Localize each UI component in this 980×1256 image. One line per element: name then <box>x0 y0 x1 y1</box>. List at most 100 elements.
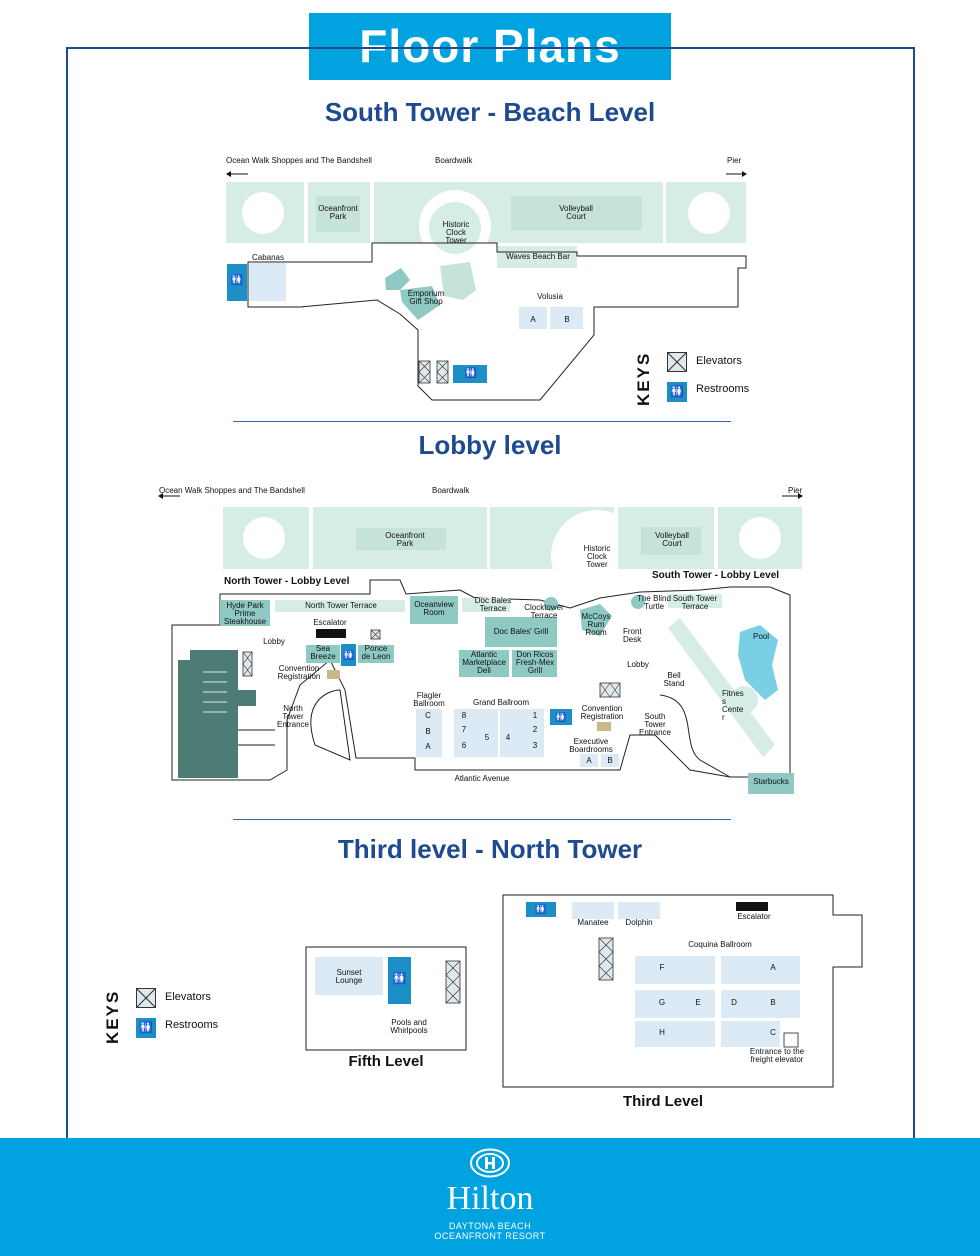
label-volusia: Volusia <box>537 292 563 301</box>
room-grand-3: 3 <box>532 741 538 750</box>
key-elevators-label: Elevators <box>165 991 211 1003</box>
room-coquina-f: F <box>659 963 665 972</box>
label-cabanas: Cabanas <box>251 253 285 262</box>
room-exec-a: A <box>586 756 592 765</box>
section-divider <box>233 421 731 422</box>
label-north-tower-entrance: North Tower Entrance <box>276 704 310 729</box>
page-frame <box>66 47 915 1142</box>
label-ocean-walk: Ocean Walk Shoppes and The Bandshell <box>159 486 305 495</box>
caption-fifth-level: Fifth Level <box>348 1053 424 1070</box>
label-boardwalk: Boardwalk <box>435 156 473 165</box>
restroom-icon: 🚻 <box>667 382 687 402</box>
page-title: Floor Plans <box>309 13 671 80</box>
label-north-tower-lobby: North Tower - Lobby Level <box>224 576 350 587</box>
section-divider <box>233 819 731 820</box>
restroom-icon: 🚻 <box>535 904 547 914</box>
footer-band: Hilton DAYTONA BEACH OCEANFRONT RESORT <box>0 1138 980 1256</box>
label-waves-beach-bar: Waves Beach Bar <box>506 252 570 261</box>
section-title-beach: South Tower - Beach Level <box>324 97 656 127</box>
label-south-tower-lobby: South Tower - Lobby Level <box>652 570 780 581</box>
key-elevators-label: Elevators <box>696 355 742 367</box>
label-historic-clock-tower: Historic Clock Tower <box>442 220 470 245</box>
floor-plan-graphics <box>158 171 863 1088</box>
label-starbucks: Starbucks <box>753 777 789 786</box>
room-coquina-g: G <box>658 998 666 1007</box>
room-grand-2: 2 <box>532 725 538 734</box>
label-atlantic-avenue: Atlantic Avenue <box>454 774 510 783</box>
caption-third-level: Third Level <box>622 1093 704 1110</box>
brand-resort: OCEANFRONT RESORT <box>434 1231 546 1241</box>
section-title-lobby: Lobby level <box>418 430 562 460</box>
brand-location: DAYTONA BEACH <box>448 1221 532 1231</box>
keys-title: KEYS <box>103 989 122 1044</box>
restroom-icon: 🚻 <box>230 275 244 286</box>
label-pier: Pier <box>727 156 742 165</box>
room-grand-1: 1 <box>532 711 538 720</box>
label-ponce-de-leon: Ponce de Leon <box>361 644 391 661</box>
label-manatee: Manatee <box>577 918 609 927</box>
restroom-icon: 🚻 <box>392 973 407 985</box>
label-mccoys-rum-room: McCoys Rum Room <box>581 612 611 637</box>
room-coquina-c: C <box>770 1028 776 1037</box>
lobby-level-plan <box>158 493 803 794</box>
beach-level-plan <box>226 171 747 401</box>
elevator-icon <box>667 352 687 372</box>
room-grand-7: 7 <box>461 725 467 734</box>
brand-name: Hilton <box>446 1180 534 1217</box>
room-grand-6: 6 <box>461 741 467 750</box>
room-grand-4: 4 <box>505 733 511 742</box>
room-flagler-a: A <box>425 742 431 751</box>
label-atlantic-marketplace-deli: Atlantic Marketplace Deli <box>462 650 506 675</box>
label-executive-boardrooms: Executive Boardrooms <box>569 737 613 754</box>
room-coquina-b: B <box>770 998 776 1007</box>
label-emporium-gift-shop: Emporium Gift Shop <box>407 289 445 306</box>
third-fifth-level-plans <box>305 894 863 1088</box>
label-doc-bales-terrace: Doc Bales Terrace <box>474 596 512 613</box>
room-grand-8: 8 <box>461 711 467 720</box>
label-volusia-a: A <box>530 315 536 324</box>
restroom-icon: 🚻 <box>555 712 567 722</box>
label-pier: Pier <box>788 486 803 495</box>
room-grand-5: 5 <box>484 733 490 742</box>
restroom-icon: 🚻 <box>136 1018 156 1038</box>
label-dolphin: Dolphin <box>625 918 653 927</box>
label-south-tower-entrance: South Tower Entrance <box>638 712 672 737</box>
room-coquina-d: D <box>731 998 737 1007</box>
label-volleyball-court: Volleyball Court <box>559 204 593 221</box>
label-hyde-park: Hyde Park Prime Steakhouse <box>223 601 267 626</box>
label-pools-whirlpools: Pools and Whirlpools <box>390 1018 428 1035</box>
room-coquina-e: E <box>695 998 701 1007</box>
label-lobby-left: Lobby <box>263 637 285 646</box>
restroom-icon: 🚻 <box>464 368 478 379</box>
label-coquina-ballroom: Coquina Ballroom <box>688 940 752 949</box>
label-sea-breeze: Sea Breeze <box>310 644 336 661</box>
label-escalator: Escalator <box>737 912 771 921</box>
label-oceanview-room: Oceanview Room <box>414 600 454 617</box>
label-volleyball-court: Volleyball Court <box>655 531 689 548</box>
label-fitness-center: Fitnes s Cente r <box>722 689 744 722</box>
label-freight-elevator-entrance: Entrance to the freight elevator <box>749 1047 805 1064</box>
room-coquina-a: A <box>770 963 776 972</box>
label-bell-stand: Bell Stand <box>663 671 685 688</box>
room-flagler-c: C <box>425 711 431 720</box>
restroom-icon: 🚻 <box>343 650 355 660</box>
elevator-icon <box>136 988 156 1008</box>
room-coquina-h: H <box>659 1028 665 1037</box>
label-north-tower-terrace: North Tower Terrace <box>305 601 377 610</box>
label-convention-registration-right: Convention Registration <box>580 704 624 721</box>
label-ocean-walk: Ocean Walk Shoppes and The Bandshell <box>226 156 372 165</box>
hilton-logo-icon <box>470 1148 510 1178</box>
label-front-desk: Front Desk <box>623 627 642 644</box>
label-south-tower-terrace: South Tower Terrace <box>672 594 718 611</box>
keys-title: KEYS <box>634 351 653 406</box>
label-blind-turtle: The Blind Turtle <box>637 594 671 611</box>
label-don-ricos: Don Ricos Fresh-Mex Grill <box>515 650 555 675</box>
label-oceanfront-park: Oceanfront Park <box>318 204 358 221</box>
key-restrooms-label: Restrooms <box>165 1019 219 1031</box>
label-grand-ballroom: Grand Ballroom <box>472 698 530 707</box>
room-exec-b: B <box>607 756 613 765</box>
label-historic-clock-tower: Historic Clock Tower <box>583 544 611 569</box>
label-lobby-right: Lobby <box>627 660 649 669</box>
label-clocktower-terrace: Clocktower Terrace <box>524 603 564 620</box>
label-escalator: Escalator <box>313 618 347 627</box>
